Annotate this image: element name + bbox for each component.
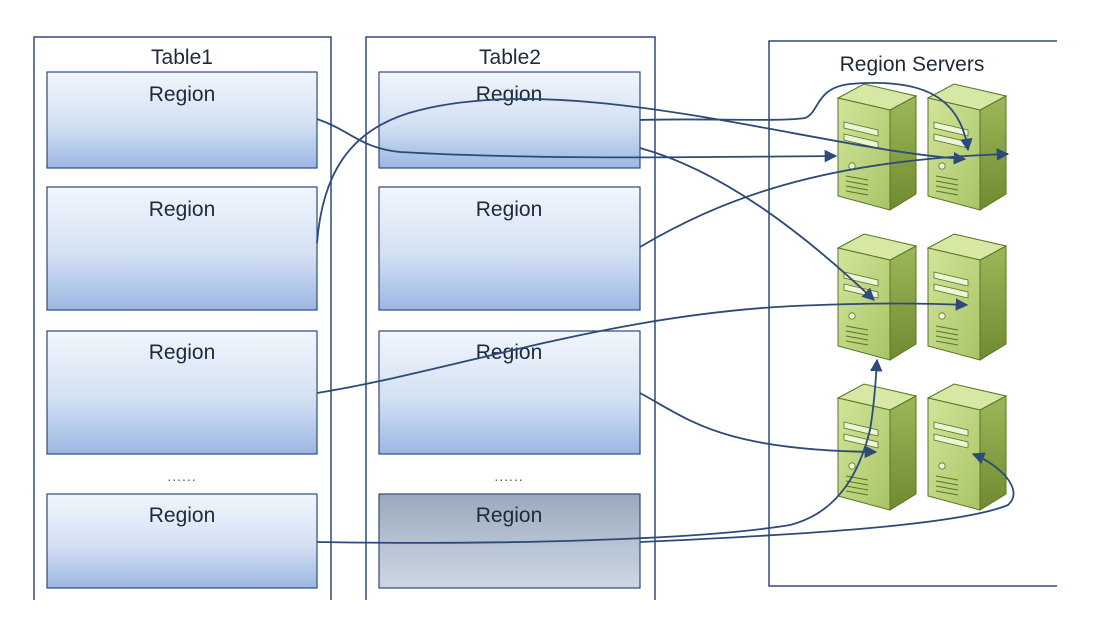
table2-region-4-highlighted: Region bbox=[378, 493, 641, 589]
server-icon bbox=[836, 83, 918, 211]
region-box bbox=[378, 186, 641, 311]
arrow-t2r1-to-server2 bbox=[639, 81, 973, 152]
region-servers-panel: Region Servers bbox=[768, 40, 1057, 587]
region-label: Region bbox=[476, 504, 543, 527]
server-icon bbox=[836, 233, 918, 361]
region-label: Region bbox=[149, 341, 216, 364]
region-box bbox=[46, 493, 318, 589]
region-servers-title: Region Servers bbox=[840, 53, 985, 76]
connection-arrows bbox=[316, 81, 1015, 544]
table2-panel: Table2 Region Region Region ...... Regio… bbox=[365, 36, 656, 600]
table2-region-3: Region bbox=[378, 330, 641, 455]
arrow-t2r4-to-server6 bbox=[639, 452, 1015, 543]
arrow-t1r1-to-server1 bbox=[316, 118, 838, 163]
server-grid bbox=[836, 83, 1008, 511]
arrow-t1r3-to-server4 bbox=[316, 298, 969, 394]
table2-title: Table2 bbox=[479, 46, 541, 69]
region-label: Region bbox=[149, 198, 216, 221]
table2-border bbox=[365, 36, 656, 600]
region-box bbox=[46, 71, 318, 169]
table1-title: Table1 bbox=[151, 46, 213, 69]
arrow-t1r4-to-server5 bbox=[316, 358, 883, 544]
arrow-t1r2-to-server2 bbox=[316, 97, 967, 244]
region-label: Region bbox=[476, 83, 543, 106]
table1-region-3: Region bbox=[46, 330, 318, 455]
arrow-t2r3-to-server5 bbox=[639, 392, 878, 459]
server-icon bbox=[926, 383, 1008, 511]
table1-panel: Table1 Region Region Region ...... Regio… bbox=[33, 36, 332, 600]
arrow-t2r1-to-server3 bbox=[639, 147, 875, 301]
table1-border bbox=[33, 36, 332, 600]
region-label: Region bbox=[476, 341, 543, 364]
table1-region-2: Region bbox=[46, 186, 318, 311]
region-servers-border bbox=[768, 40, 1057, 587]
region-box bbox=[46, 330, 318, 455]
table2-ellipsis: ...... bbox=[494, 468, 523, 484]
server-icon bbox=[926, 233, 1008, 361]
region-box bbox=[378, 493, 641, 589]
region-label: Region bbox=[476, 198, 543, 221]
region-label: Region bbox=[149, 83, 216, 106]
server-icon bbox=[836, 383, 918, 511]
table1-region-4: Region bbox=[46, 493, 318, 589]
arrow-t2r2-to-server2 bbox=[639, 148, 1010, 248]
table1-ellipsis: ...... bbox=[167, 468, 196, 484]
region-box bbox=[46, 186, 318, 311]
table2-region-2: Region bbox=[378, 186, 641, 311]
region-label: Region bbox=[149, 504, 216, 527]
table1-region-1: Region bbox=[46, 71, 318, 169]
